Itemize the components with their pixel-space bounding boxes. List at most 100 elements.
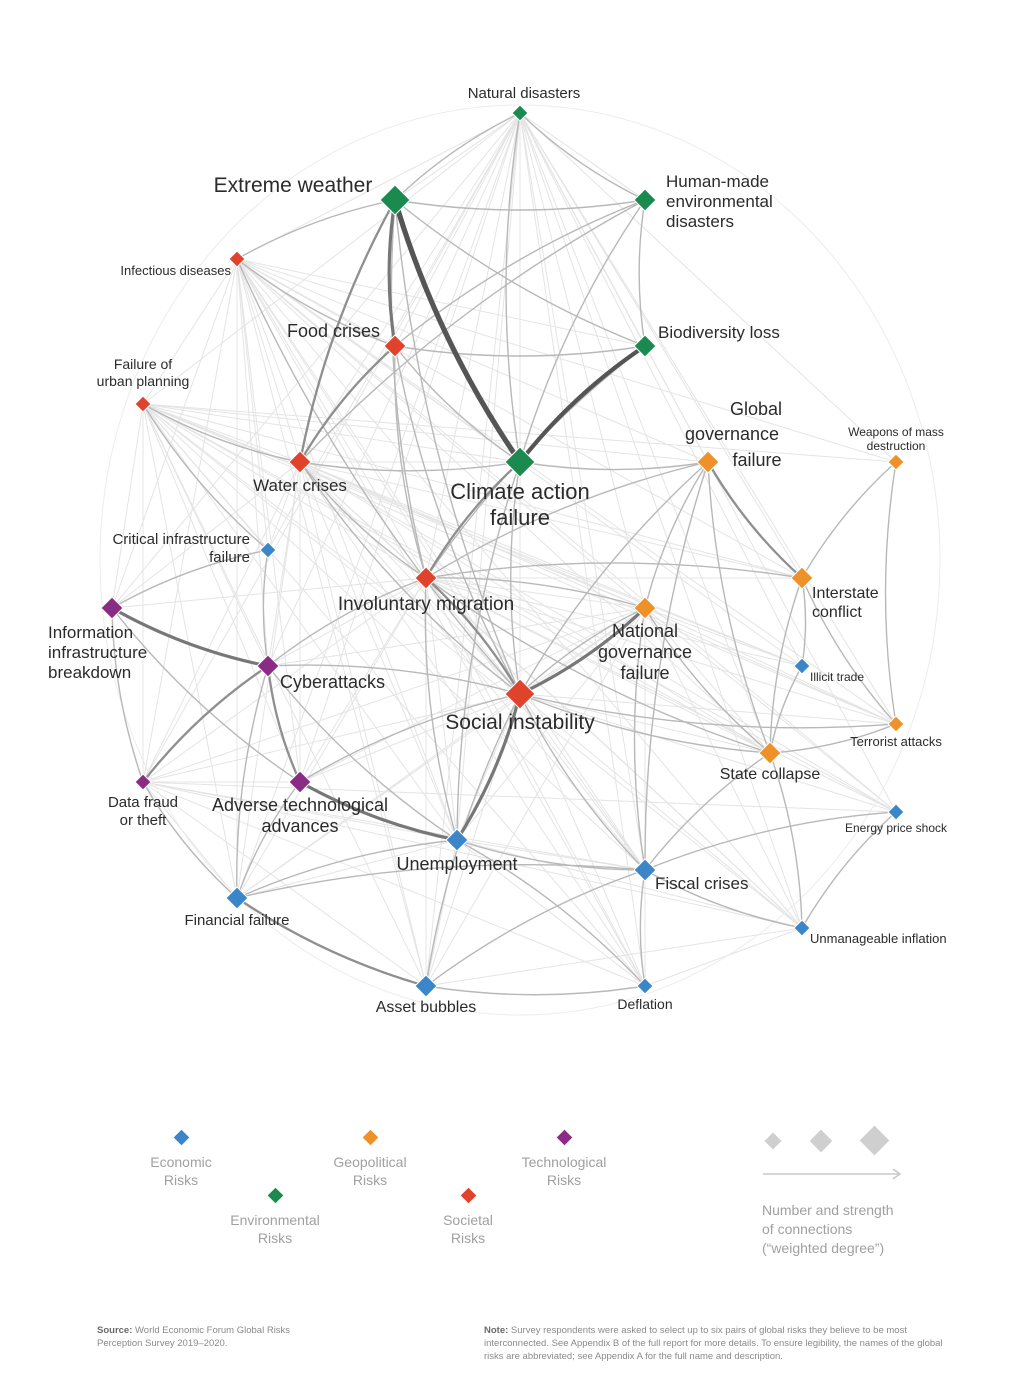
node-label-line: Unemployment: [396, 854, 517, 874]
faint-connection-line: [644, 607, 897, 813]
faint-connection-line: [236, 258, 897, 463]
node-label-line: Asset bubbles: [376, 999, 477, 1016]
faint-connection-line: [236, 693, 521, 899]
node-label-financial: Financial failure: [184, 912, 289, 929]
connection-climate-migration: [425, 461, 521, 579]
faint-connection-line: [519, 112, 646, 201]
connection-extreme-biodiv: [394, 199, 646, 347]
connection-cyber-datafraud: [142, 665, 269, 783]
connection-info-datafraud: [111, 607, 144, 783]
connection-water-migration: [299, 461, 427, 579]
node-globalgov-diamond-icon: [696, 450, 720, 474]
faint-connection-line: [111, 577, 427, 609]
node-climate-diamond-icon: [504, 446, 536, 478]
faint-connection-line: [299, 461, 646, 609]
node-label-line: governance: [598, 642, 692, 662]
connection-critical-info: [111, 549, 269, 609]
node-label-line: failure: [732, 450, 781, 470]
connection-food-migration: [394, 345, 427, 579]
faint-connection-line: [519, 693, 897, 725]
faint-connection-line: [644, 607, 803, 667]
faint-connection-line: [519, 693, 646, 871]
connection-migration-unemployment: [424, 577, 458, 841]
connection-wmd-interstate: [801, 461, 897, 579]
economic-diamond-icon: [173, 1129, 189, 1146]
connection-globalgov-social: [519, 461, 709, 695]
node-label-natural: Natural disasters: [468, 85, 581, 102]
connection-social-terrorist: [519, 693, 897, 729]
faint-connection-line: [299, 461, 521, 695]
connection-unemployment-financial: [236, 839, 458, 899]
node-label-food: Food crises: [287, 321, 380, 341]
connection-illicit-interstate: [801, 577, 807, 667]
faint-connection-line: [142, 403, 427, 987]
connection-infectious-social: [236, 258, 521, 695]
faint-connection-line: [425, 577, 897, 813]
weighted-degree-key: Number and strength of connections (“wei…: [762, 1125, 922, 1258]
connection-social-cyber: [267, 664, 521, 695]
node-label-line: National: [612, 621, 678, 641]
connection-water-climate: [299, 461, 521, 472]
small-diamond-icon: [764, 1132, 782, 1150]
faint-connection-line: [456, 839, 646, 871]
node-social-diamond-icon: [504, 678, 536, 710]
node-label-line: Information: [48, 623, 133, 642]
degree-size-diamonds: [762, 1125, 922, 1161]
connection-social-state: [519, 693, 771, 754]
societal-diamond-icon: [460, 1187, 476, 1204]
connection-asset-deflation: [425, 985, 646, 996]
connection-cyber-unemployment: [267, 665, 458, 841]
node-label-line: advances: [261, 816, 338, 836]
faint-connection-line: [299, 461, 427, 987]
faint-connection-line: [394, 112, 521, 347]
node-adverse-diamond-icon: [288, 770, 312, 794]
node-label-line: environmental: [666, 192, 773, 211]
connection-info-adverse: [111, 607, 301, 783]
node-label-line: Water crises: [253, 476, 347, 495]
connection-datafraud-financial: [142, 781, 238, 899]
connection-cyber-financial: [236, 665, 269, 899]
faint-connection-line: [299, 112, 521, 463]
connection-lines: [99, 104, 941, 1016]
connection-deflation-unemployment: [456, 839, 646, 987]
connection-human-food: [394, 199, 646, 347]
connection-social-national: [519, 606, 647, 696]
faint-connection-line: [236, 258, 709, 463]
faint-connection-line: [142, 258, 238, 783]
faint-connection-line: [142, 403, 521, 463]
faint-connection-line: [142, 403, 803, 579]
node-label-line: Extreme weather: [214, 174, 373, 197]
faint-connection-line: [299, 461, 897, 813]
faint-connection-line: [425, 927, 803, 987]
connection-state-terrorist: [769, 723, 897, 754]
faint-connection-line: [142, 403, 897, 463]
node-label-line: Data fraud: [108, 794, 178, 811]
faint-connection-line: [142, 403, 427, 579]
connection-state-fiscal: [644, 752, 771, 871]
node-label-state: State collapse: [720, 766, 821, 783]
faint-connection-line: [519, 112, 646, 609]
node-national-diamond-icon: [633, 596, 657, 620]
faint-connection-line: [299, 112, 521, 783]
node-label-biodiv: Biodiversity loss: [658, 323, 780, 342]
connection-national-migration: [425, 577, 646, 609]
node-label-asset: Asset bubbles: [376, 999, 477, 1016]
faint-connection-line: [236, 258, 897, 725]
connection-food-climate: [394, 345, 521, 463]
node-label-line: Financial failure: [184, 912, 289, 929]
node-label-line: urban planning: [97, 373, 190, 389]
node-energy-diamond-icon: [887, 803, 905, 821]
faint-connection-line: [425, 577, 646, 609]
connection-fiscal-deflation: [639, 869, 646, 987]
node-label-unemployment: Unemployment: [396, 854, 517, 874]
faint-connection-line: [236, 607, 646, 899]
faint-connection-line: [299, 461, 646, 987]
